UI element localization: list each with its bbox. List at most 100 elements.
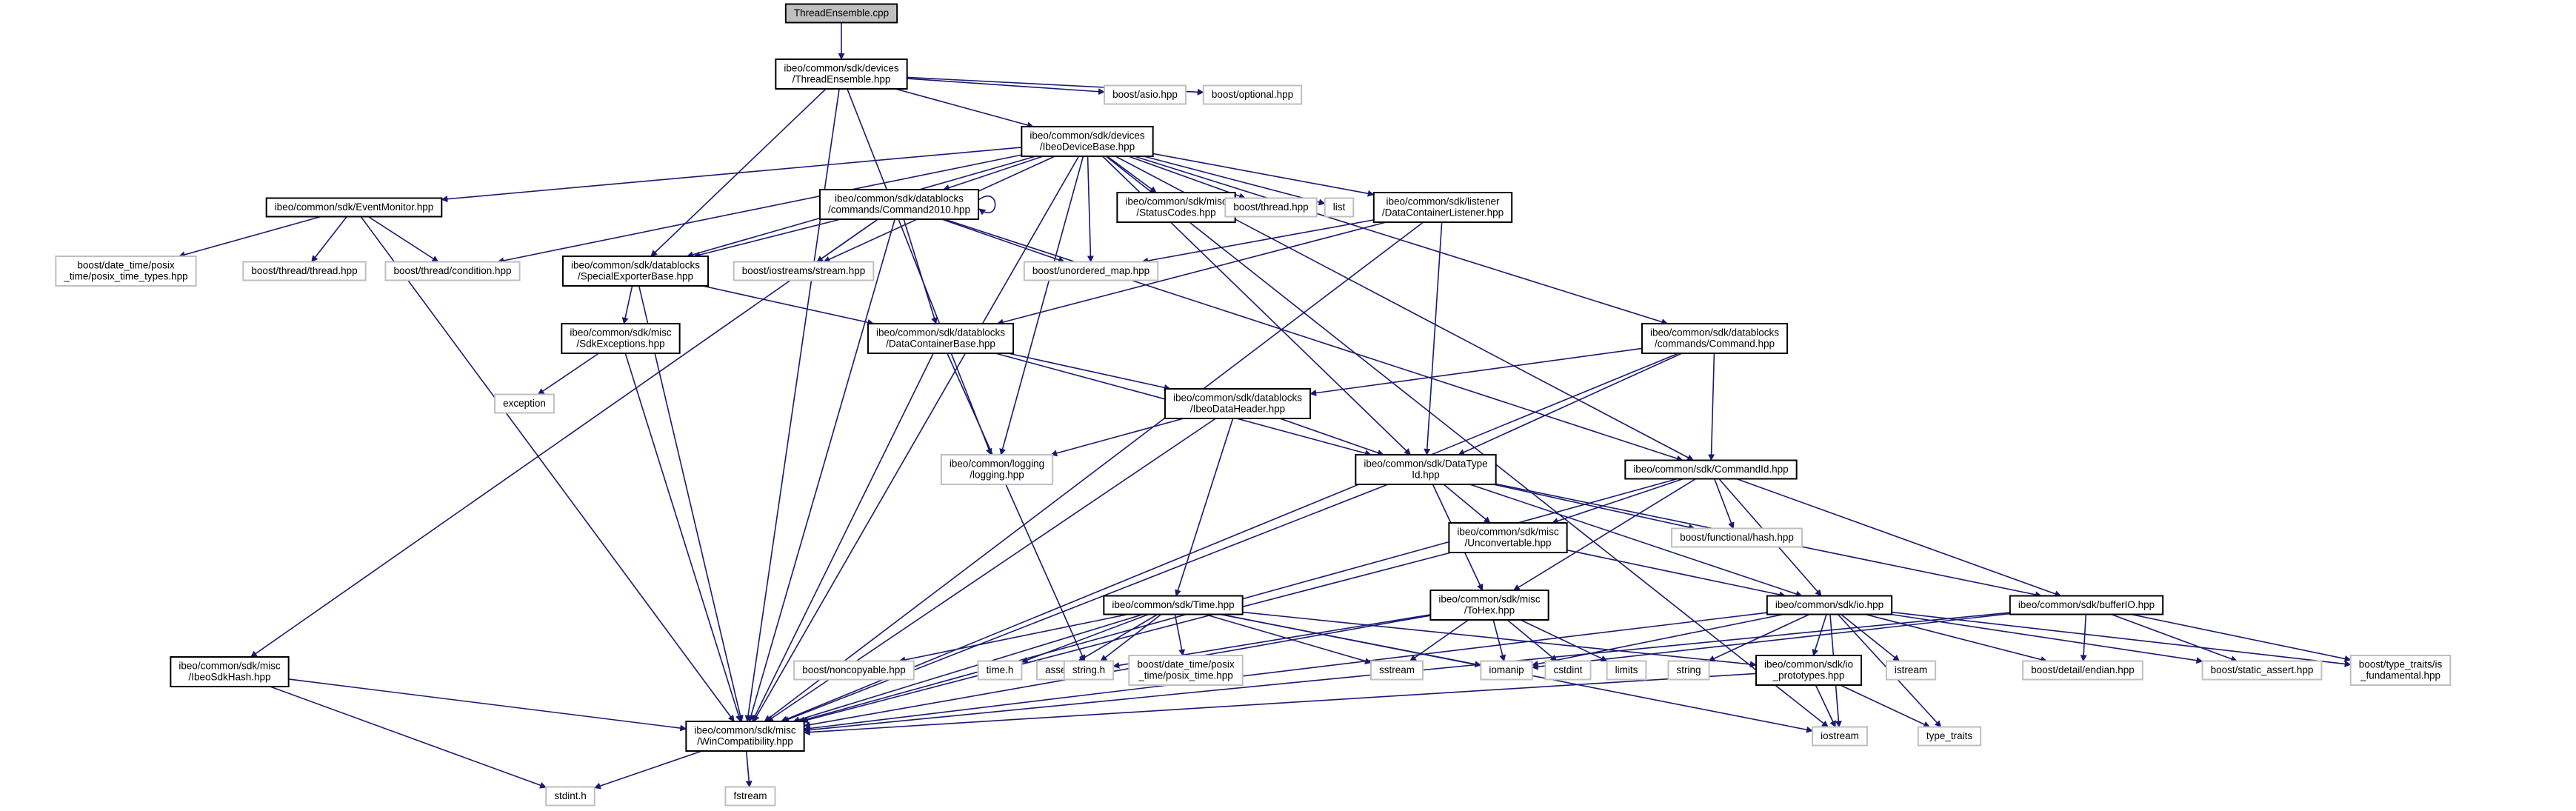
edge-dclistener-to-unordmap (1141, 219, 1374, 264)
node-label-line: ibeo/common/sdk/misc (1457, 527, 1559, 538)
node-ibeodevbase[interactable]: ibeo/common/sdk/devices/IbeoDeviceBase.h… (1021, 126, 1154, 157)
edge-commandid-to-funchash (1714, 478, 1735, 530)
node-label-line: list (1333, 201, 1346, 213)
edge-cmd2010-to-dcbase (903, 218, 938, 324)
node-sdkhash[interactable]: ibeo/common/sdk/misc/IbeoSdkHash.hpp (170, 656, 290, 687)
node-box (1480, 660, 1533, 681)
node-box (818, 189, 980, 220)
node-label-line: _prototypes.hpp (1772, 670, 1845, 681)
node-asio: boost/asio.hpp (1104, 84, 1187, 105)
node-box (2349, 655, 2452, 686)
edge-ioproto-to-typetraits (1840, 684, 1931, 728)
node-box (1624, 459, 1798, 480)
node-box (775, 59, 908, 90)
node-box (685, 721, 805, 752)
node-dclistener[interactable]: ibeo/common/sdk/listener/DataContainerLi… (1372, 192, 1513, 223)
edge-cmd2010-to-specexp (693, 218, 841, 258)
edge-sdkexc-to-exception (537, 353, 599, 396)
node-label-line: ibeo/common/sdk/misc (1438, 594, 1541, 605)
edge-ibeodh-to-datatype (1279, 418, 1384, 456)
node-threadens[interactable]: ibeo/common/sdk/devices/ThreadEnsemble.h… (775, 59, 908, 90)
node-label-line: time.h (987, 664, 1014, 675)
node-label-line: ibeo/common/sdk/CommandId.hpp (1633, 464, 1788, 475)
edge-ibeodevbase-to-statuscodes (1107, 156, 1157, 193)
node-label-line: boost/date_time/posix (77, 260, 175, 271)
node-label-line: ibeo/common/sdk/io (1764, 659, 1853, 670)
edge-specexp-to-sdkexc (621, 285, 633, 324)
node-label-line: cstdint (1553, 664, 1582, 675)
node-box (494, 393, 555, 414)
edge-time-to-noncopy (898, 613, 1128, 664)
node-cmd2010[interactable]: ibeo/common/sdk/datablocks/commands/Comm… (818, 189, 980, 220)
node-box (1448, 522, 1568, 553)
node-condition: boost/thread/condition.hpp (384, 261, 521, 281)
node-eventmon[interactable]: ibeo/common/sdk/EventMonitor.hpp (265, 197, 443, 218)
node-statuscodes[interactable]: ibeo/common/sdk/misc/StatusCodes.hpp (1116, 192, 1236, 223)
edge-dclistener-to-wincompat (764, 221, 1424, 722)
node-io[interactable]: ibeo/common/sdk/io.hpp (1766, 595, 1893, 615)
edge-time-to-timeh (1021, 613, 1149, 664)
node-label-line: ThreadEnsemble.cpp (794, 7, 889, 19)
edge-eventmon-to-bthread (311, 216, 347, 263)
node-box (1023, 261, 1159, 281)
node-label-line: /StatusCodes.hpp (1136, 207, 1215, 218)
edge-commandid-to-unconv (1551, 478, 1684, 524)
nodes-layer: ThreadEnsemble.cpp ibeo/common/sdk/device… (55, 3, 2452, 807)
edge-command-to-datatype (1458, 353, 1683, 455)
node-funchash: boost/functional/hash.hpp (1671, 527, 1803, 548)
node-label-line: ibeo/common/sdk/datablocks (1650, 327, 1779, 338)
node-box (1104, 84, 1187, 105)
node-box (1103, 595, 1244, 615)
node-box (784, 3, 898, 24)
node-label-line: iostream (1821, 730, 1859, 741)
edge-commandid-to-tohex (1512, 478, 1696, 591)
edge-threadens-to-asio (907, 78, 1105, 96)
edge-ibeodevbase-to-cmd2010 (942, 156, 1044, 191)
node-wincompat[interactable]: ibeo/common/sdk/misc/WinCompatibility.hp… (685, 721, 805, 752)
node-label-line: ibeo/common/sdk/listener (1386, 196, 1500, 207)
node-stringh: string.h (1063, 660, 1115, 681)
edge-unconv-to-wincompat (801, 552, 1452, 724)
node-tohex[interactable]: ibeo/common/sdk/misc/ToHex.hpp (1429, 590, 1549, 621)
node-dcbase[interactable]: ibeo/common/sdk/datablocks/DataContainer… (867, 323, 1015, 354)
edge-cmd2010-to-unordmap (941, 218, 1065, 264)
node-fstream: fstream (724, 786, 776, 807)
node-label-line: boost/thread.hpp (1233, 201, 1308, 213)
node-command[interactable]: ibeo/common/sdk/datablocks/commands/Comm… (1641, 323, 1789, 354)
edge-sdkexc-to-wincompat (624, 353, 742, 722)
node-box (2022, 660, 2143, 681)
node-box (1355, 454, 1497, 485)
node-unconv[interactable]: ibeo/common/sdk/misc/Unconvertable.hpp (1448, 522, 1568, 553)
edge-ibeodevbase-to-logging (999, 156, 1084, 455)
node-typetraits: type_traits (1917, 726, 1982, 747)
node-time[interactable]: ibeo/common/sdk/Time.hpp (1103, 595, 1244, 615)
node-box (733, 261, 875, 281)
node-label-line: ibeo/common/sdk/misc (1125, 196, 1227, 207)
node-label-line: /SpecialExporterBase.hpp (578, 271, 693, 282)
node-bufferio[interactable]: ibeo/common/sdk/bufferIO.hpp (2009, 595, 2164, 615)
node-specexp[interactable]: ibeo/common/sdk/datablocks/SpecialExport… (561, 256, 710, 287)
node-box (561, 323, 681, 354)
node-sdkexc[interactable]: ibeo/common/sdk/misc/SdkExceptions.hpp (561, 323, 681, 354)
node-optional: boost/optional.hpp (1202, 84, 1303, 105)
node-commandid[interactable]: ibeo/common/sdk/CommandId.hpp (1624, 459, 1798, 480)
edge-command-to-ibeodh (1309, 347, 1643, 396)
node-label-line: ibeo/common/sdk/datablocks (876, 327, 1005, 338)
edge-time-to-sstream (1204, 613, 1372, 664)
edge-time-to-ioproto (1242, 611, 1757, 668)
edge-eventmon-to-wincompat (360, 216, 735, 722)
edge-specexp-to-wincompat (638, 285, 744, 722)
node-box (1063, 660, 1115, 681)
node-iostreams: boost/iostreams/stream.hpp (733, 261, 875, 281)
node-label-line: ibeo/common/sdk/misc (178, 661, 281, 672)
node-ibeodh[interactable]: ibeo/common/sdk/datablocks/IbeoDataHeade… (1164, 388, 1312, 419)
edge-ibeodh-to-logging (1050, 418, 1184, 457)
node-iomanip: iomanip (1480, 660, 1533, 681)
node-label-line: /logging.hpp (970, 470, 1024, 481)
node-label-line: ibeo/common/sdk/datablocks (571, 260, 700, 271)
node-ioproto[interactable]: ibeo/common/sdk/io_prototypes.hpp (1755, 655, 1863, 686)
node-root[interactable]: ThreadEnsemble.cpp (784, 3, 898, 24)
node-box (793, 660, 915, 681)
